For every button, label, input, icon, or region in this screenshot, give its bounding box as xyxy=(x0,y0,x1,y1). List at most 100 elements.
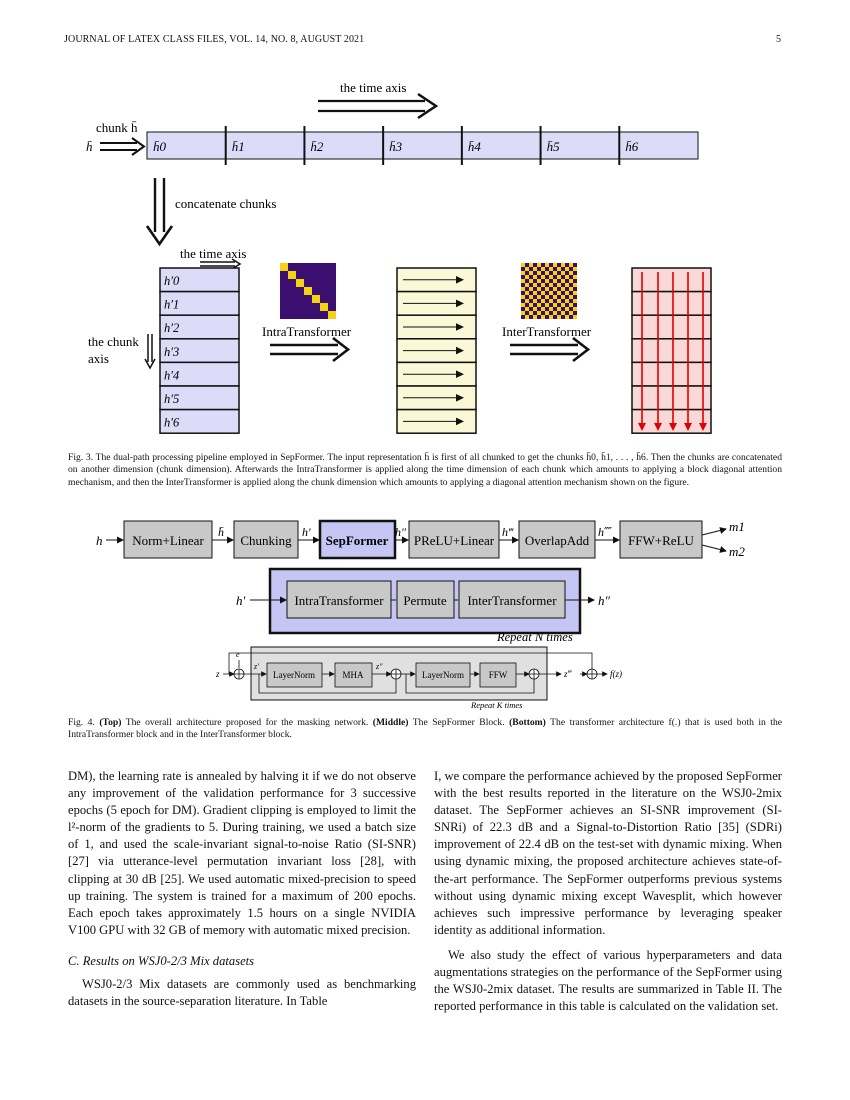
matrix-stripe-cell xyxy=(573,275,577,279)
inter-output-stack xyxy=(631,267,712,434)
svg-text:PReLU+Linear: PReLU+Linear xyxy=(414,533,495,548)
intra-row-arrowhead xyxy=(456,299,464,308)
matrix-stripe-cell xyxy=(549,299,553,303)
intra-label: IntraTransformer xyxy=(262,324,352,339)
block-mha: MHA xyxy=(334,662,373,688)
matrix-stripe-cell xyxy=(569,295,573,299)
chunk-label-0: h̄0 xyxy=(153,139,167,154)
matrix-stripe-cell xyxy=(521,271,525,275)
matrix-diag-cell xyxy=(304,287,312,295)
matrix-stripe-cell xyxy=(525,299,529,303)
matrix-stripe-cell xyxy=(545,263,549,267)
intra-row-arrowhead xyxy=(456,276,464,284)
matrix-stripe-cell xyxy=(573,299,577,303)
label-z3prime: z‴ xyxy=(563,669,573,679)
svg-text:Norm+Linear: Norm+Linear xyxy=(132,533,204,548)
chunk-label-5: h̄5 xyxy=(547,139,561,154)
matrix-stripe-cell xyxy=(565,267,569,271)
matrix-stripe-cell xyxy=(557,267,561,271)
intra-row-arrowhead xyxy=(456,346,464,355)
matrix-stripe-cell xyxy=(565,299,569,303)
right-column: I, we compare the performance achieved b… xyxy=(434,768,782,1023)
matrix-stripe-cell xyxy=(529,311,533,315)
matrix-stripe-cell xyxy=(557,291,561,295)
block-norm-linear: Norm+Linear xyxy=(123,520,213,559)
inter-label: InterTransformer xyxy=(502,324,592,339)
matrix-stripe-cell xyxy=(569,303,573,307)
matrix-stripe-cell xyxy=(565,275,569,279)
matrix-stripe-cell xyxy=(549,283,553,287)
left-column: DM), the learning rate is annealed by ha… xyxy=(68,768,416,1018)
matrix-diag-cell xyxy=(320,303,328,311)
matrix-stripe-cell xyxy=(529,303,533,307)
chunk-axis-label-line2: axis xyxy=(88,351,109,366)
concatenate-arrow xyxy=(145,178,174,247)
matrix-diag-cell xyxy=(280,263,288,271)
matrix-stripe-cell xyxy=(553,311,557,315)
edge-label-h2prime: h″ xyxy=(395,525,407,539)
matrix-stripe-cell xyxy=(569,271,573,275)
matrix-stripe-cell xyxy=(533,267,537,271)
inter-row xyxy=(631,385,712,411)
matrix-stripe-cell xyxy=(565,307,569,311)
svg-text:LayerNorm: LayerNorm xyxy=(273,670,315,680)
inter-attention-matrix xyxy=(521,263,577,319)
time-axis-arrow xyxy=(318,92,439,120)
matrix-stripe-cell xyxy=(525,291,529,295)
matrix-stripe-cell xyxy=(565,315,569,319)
svg-text:FFW: FFW xyxy=(489,670,508,680)
matrix-stripe-cell xyxy=(529,271,533,275)
middle-output: h″ xyxy=(598,593,611,608)
inter-row xyxy=(631,290,712,316)
matrix-stripe-cell xyxy=(561,279,565,283)
matrix-stripe-cell xyxy=(529,263,533,267)
matrix-stripe-cell xyxy=(541,291,545,295)
block-intratransformer: IntraTransformer xyxy=(286,580,392,619)
matrix-stripe-cell xyxy=(521,263,525,267)
matrix-stripe-cell xyxy=(569,287,573,291)
edge-label-h4prime: h⁗ xyxy=(598,525,612,539)
block-intertransformer: InterTransformer xyxy=(458,580,566,619)
matrix-stripe-cell xyxy=(557,275,561,279)
input-arrow xyxy=(100,137,146,156)
intra-row-arrowhead xyxy=(456,394,464,402)
matrix-stripe-cell xyxy=(521,295,525,299)
inter-row xyxy=(631,361,712,387)
svg-text:SepFormer: SepFormer xyxy=(326,533,389,548)
matrix-diag-cell xyxy=(312,295,320,303)
block-prelu-linear: PReLU+Linear xyxy=(408,520,500,559)
svg-text:LayerNorm: LayerNorm xyxy=(422,670,464,680)
matrix-stripe-cell xyxy=(525,267,529,271)
matrix-stripe-cell xyxy=(529,279,533,283)
matrix-stripe-cell xyxy=(545,287,549,291)
matrix-stripe-cell xyxy=(529,287,533,291)
matrix-diag-cell xyxy=(288,271,296,279)
svg-text:MHA: MHA xyxy=(342,670,364,680)
inter-column-arrowhead xyxy=(654,423,662,431)
matrix-stripe-cell xyxy=(561,271,565,275)
chunk-label: chunk h̄ xyxy=(96,120,138,135)
matrix-stripe-cell xyxy=(569,263,573,267)
intra-row-arrowhead xyxy=(456,370,464,378)
chunk-strip xyxy=(146,131,699,160)
section-heading: C. Results on WSJ0-2/3 Mix datasets xyxy=(68,953,255,968)
matrix-stripe-cell xyxy=(561,287,565,291)
matrix-stripe-cell xyxy=(557,315,561,319)
inter-column-arrowhead xyxy=(669,423,677,431)
matrix-stripe-cell xyxy=(521,287,525,291)
stack-label-3: h′3 xyxy=(164,345,179,359)
time-axis-label: the time axis xyxy=(340,80,406,95)
repeat-k-label: Repeat K times xyxy=(470,700,523,710)
concatenate-label: concatenate chunks xyxy=(175,196,276,211)
right-paragraph-2: We also study the effect of various hype… xyxy=(434,947,782,1014)
matrix-stripe-cell xyxy=(529,295,533,299)
pos-enc-e: e xyxy=(236,650,240,659)
matrix-diag-cell xyxy=(328,311,336,319)
svg-text:OverlapAdd: OverlapAdd xyxy=(525,533,590,548)
intra-row-arrowhead xyxy=(456,417,464,426)
matrix-stripe-cell xyxy=(537,311,541,315)
matrix-stripe-cell xyxy=(561,295,565,299)
chunk-label-4: h̄4 xyxy=(468,139,482,154)
svg-text:Permute: Permute xyxy=(403,593,447,608)
matrix-stripe-cell xyxy=(553,295,557,299)
